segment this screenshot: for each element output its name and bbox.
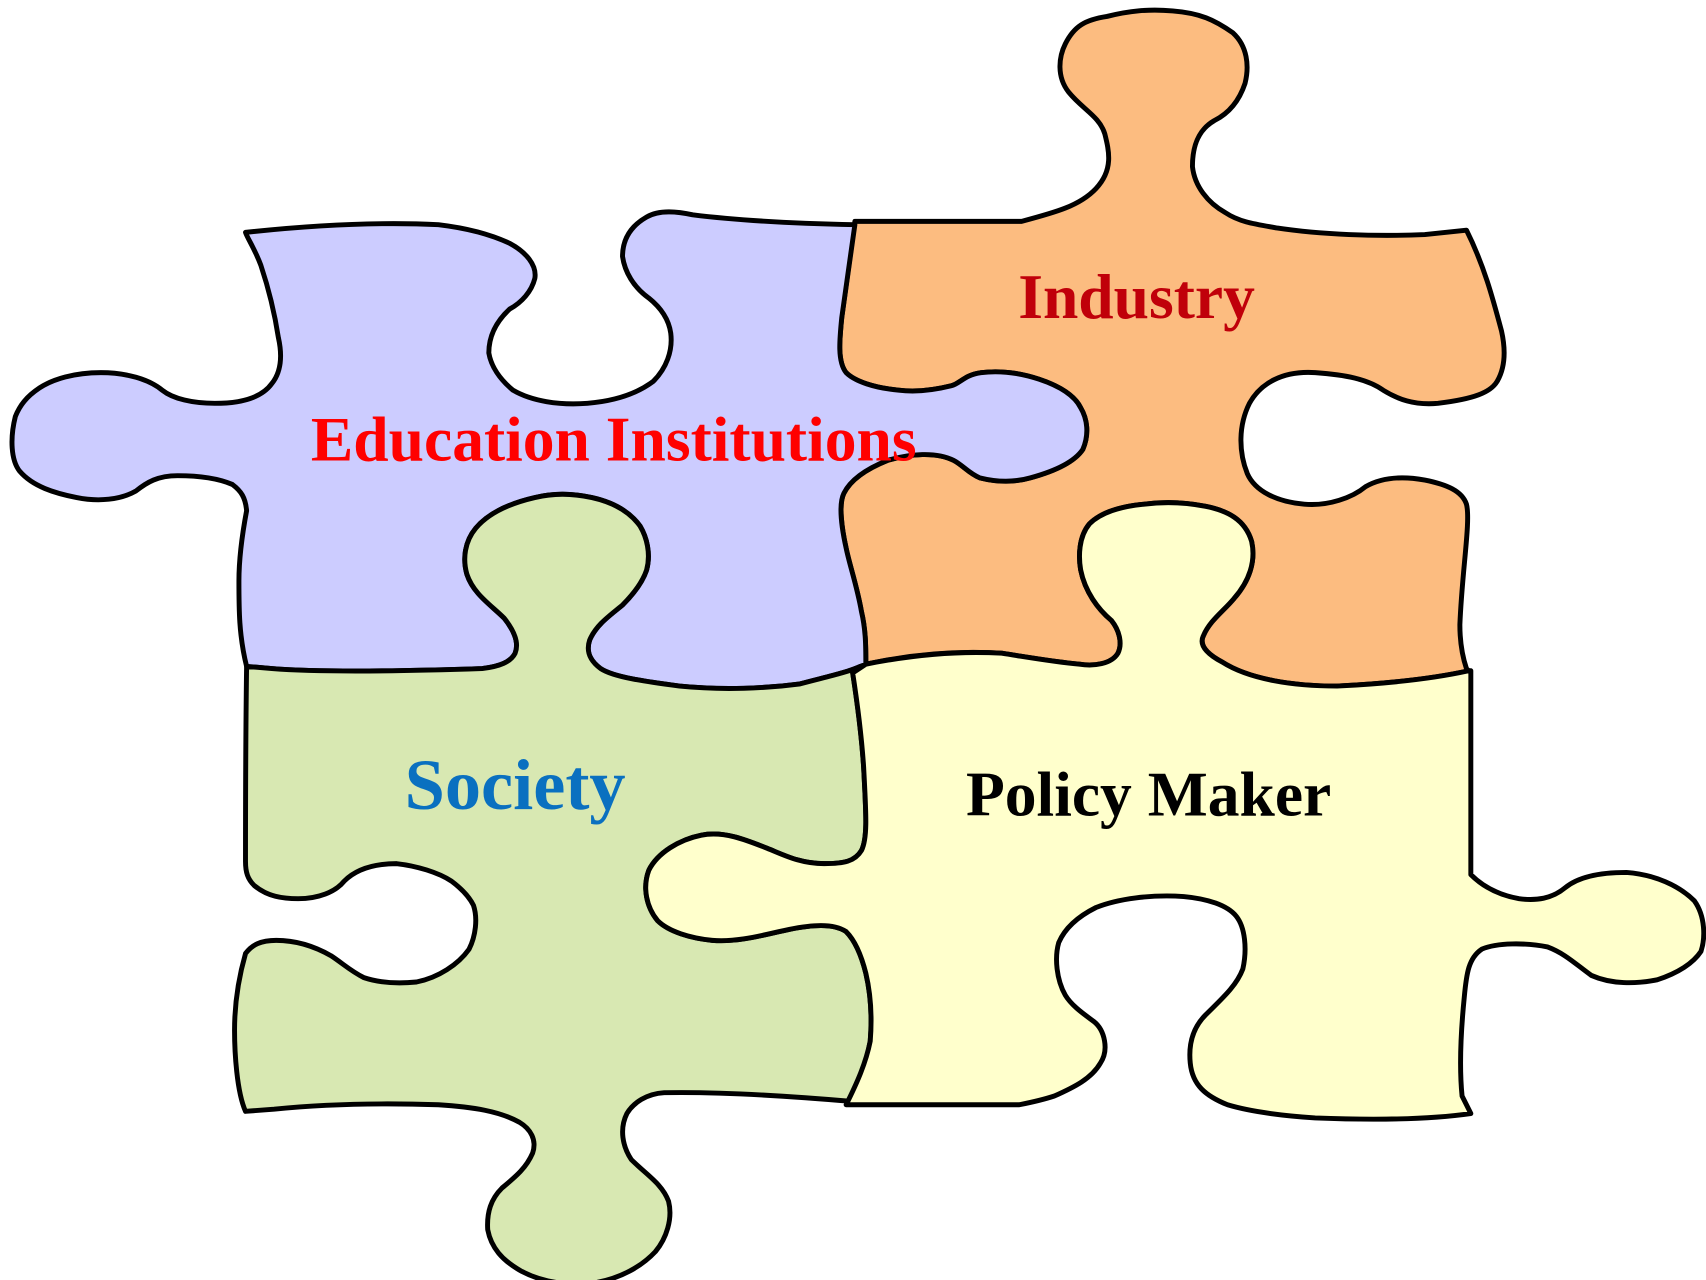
industry-label: Industry <box>1018 261 1255 332</box>
society-label: Society <box>405 745 626 825</box>
education-label: Education Institutions <box>311 403 917 474</box>
policy-maker-puzzle-piece <box>643 500 1706 1122</box>
policy-maker-label: Policy Maker <box>966 758 1331 829</box>
